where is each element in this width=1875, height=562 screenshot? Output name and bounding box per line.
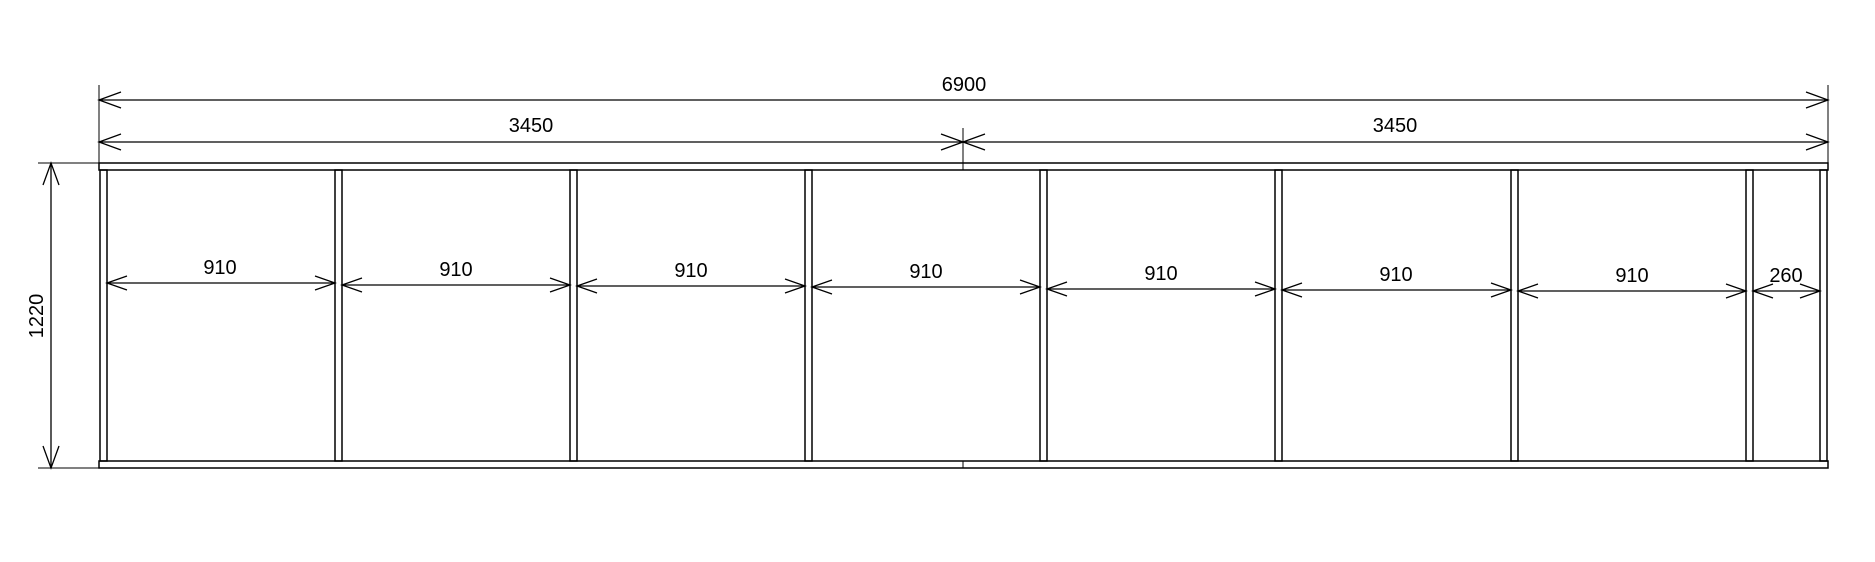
panel-width-label: 260	[1769, 265, 1802, 287]
panel-dimension: 910	[1280, 264, 1513, 298]
half-width-dimensions: 3450 3450	[97, 115, 1830, 170]
top-rail	[98, 162, 1829, 171]
stud	[334, 169, 343, 462]
panel-width-label: 910	[1615, 265, 1648, 287]
panel-width-label: 910	[439, 259, 472, 281]
panel-width-label: 910	[674, 260, 707, 282]
stud	[569, 169, 578, 462]
overall-width-label: 6900	[942, 74, 987, 96]
stud	[1039, 169, 1048, 462]
panel-dimension: 910	[1516, 265, 1748, 299]
panel-width-label: 910	[1144, 263, 1177, 285]
panel-dimension: 910	[340, 259, 572, 293]
panel-dimension: 910	[810, 261, 1042, 295]
frame-outline	[98, 162, 1829, 469]
overall-height-label: 1220	[26, 294, 48, 339]
half-width-label-right: 3450	[1373, 115, 1418, 137]
stud	[1510, 169, 1519, 462]
stud	[804, 169, 813, 462]
half-width-label-left: 3450	[509, 115, 554, 137]
overall-height-dimension: 1220	[26, 161, 99, 470]
panel-dimensions: 910 910 910 910 910	[105, 257, 1822, 299]
stud	[1274, 169, 1283, 462]
panel-width-label: 910	[909, 261, 942, 283]
panel-dimension: 260	[1751, 265, 1822, 299]
overall-width-dimension: 6900	[97, 74, 1830, 165]
stud	[1745, 169, 1754, 462]
panel-dimension: 910	[105, 257, 337, 291]
studs	[99, 169, 1828, 462]
stud	[1819, 169, 1828, 462]
stud	[99, 169, 108, 462]
panel-width-label: 910	[1379, 264, 1412, 286]
panel-width-label: 910	[203, 257, 236, 279]
panel-dimension: 910	[1045, 263, 1277, 297]
panel-dimension: 910	[575, 260, 807, 294]
